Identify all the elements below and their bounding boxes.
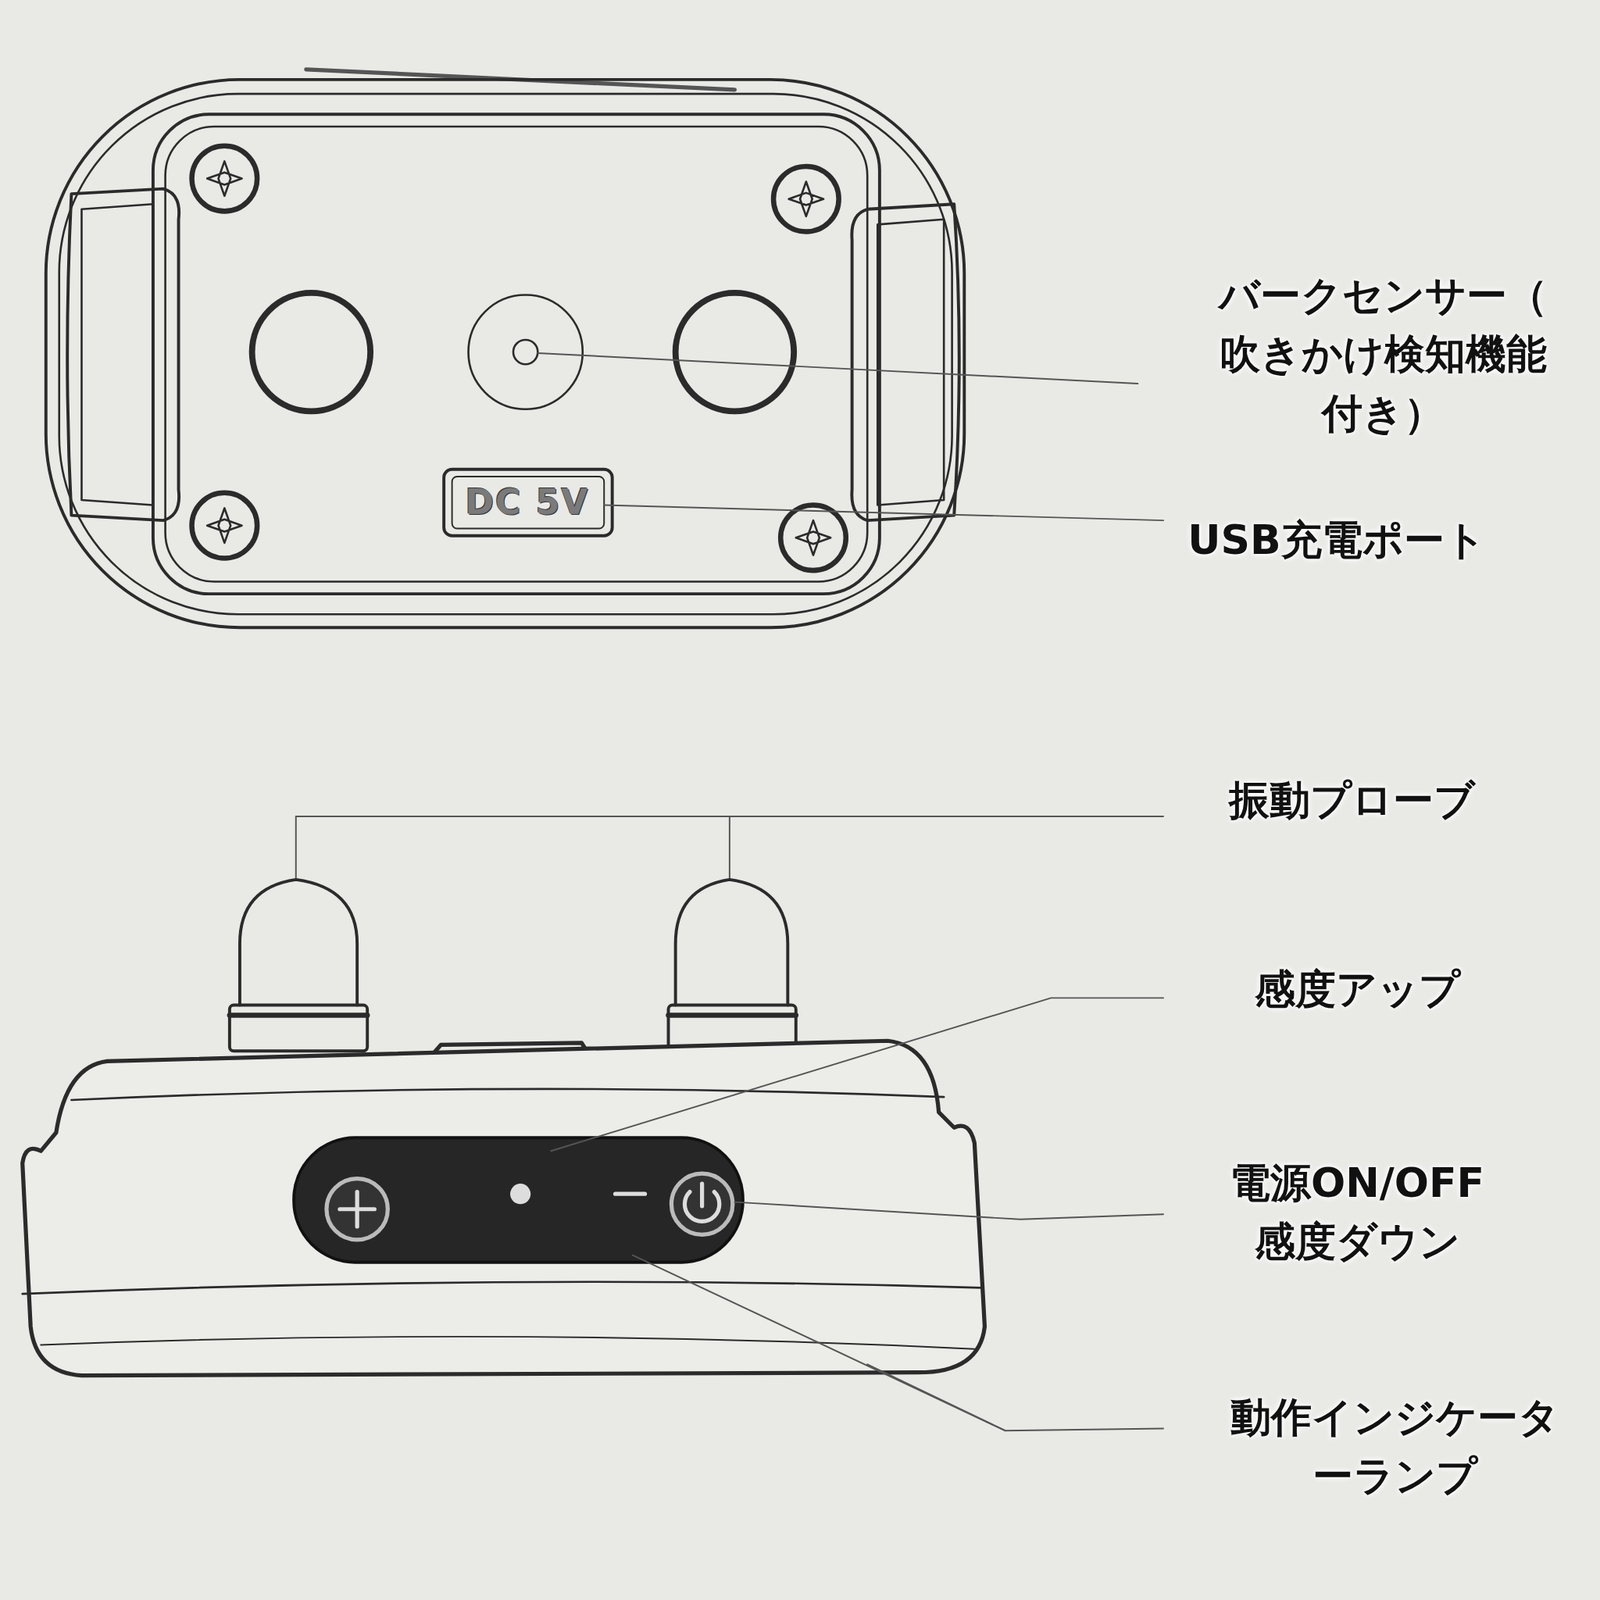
probe — [675, 879, 789, 1006]
callout-label: 感度アップ — [1177, 960, 1537, 1019]
leader-line — [632, 1255, 1164, 1432]
leader-line — [867, 1364, 1005, 1431]
housing-outline — [59, 93, 953, 615]
callout-label: 電源ON/OFF 感度ダウン — [1222, 1153, 1493, 1272]
probe-base — [229, 1012, 368, 1018]
screw — [773, 166, 840, 233]
probe-base — [229, 1005, 368, 1052]
leader-line — [603, 505, 1164, 522]
side-grip — [851, 203, 959, 521]
power-button — [671, 1173, 733, 1235]
contact-ring — [675, 292, 795, 412]
callout-label: USB充電ポート — [1157, 510, 1517, 570]
probe — [239, 879, 358, 1006]
side-grip — [67, 189, 179, 521]
sensor-ring — [468, 294, 583, 409]
base-plate — [153, 114, 880, 594]
callout-label: 振動プローブ — [1171, 771, 1532, 830]
sensor-hole — [513, 339, 538, 365]
body-seam — [71, 1089, 944, 1100]
side-grip — [877, 219, 944, 506]
leader-line — [537, 353, 1138, 384]
screw — [780, 505, 847, 572]
minus-symbol — [615, 1192, 646, 1197]
screw — [789, 181, 824, 216]
side-grip — [81, 203, 153, 505]
button-panel — [293, 1137, 743, 1262]
screw — [796, 520, 831, 555]
leader-line — [296, 816, 1164, 878]
callout-label: バークセンサー（吹きかけ検知機能付き） — [1214, 266, 1551, 443]
contact-ring — [252, 292, 372, 412]
probe-base — [668, 1012, 797, 1018]
screw — [192, 492, 258, 559]
screw — [192, 146, 258, 212]
leader-line — [734, 1202, 1164, 1220]
body-seam — [22, 1282, 983, 1294]
plus-button — [326, 1178, 388, 1240]
power-symbol — [684, 1183, 719, 1222]
screw — [207, 507, 242, 543]
embossed-text: DC 5V — [449, 485, 606, 520]
callout-label: 動作インジケーターランプ — [1226, 1388, 1563, 1507]
indicator-lamp — [510, 1183, 531, 1204]
body-seam — [40, 1336, 975, 1350]
port-cover — [443, 469, 613, 536]
base-plate — [165, 126, 868, 583]
plus-symbol — [339, 1192, 375, 1227]
screw — [192, 146, 847, 571]
leader-line — [550, 997, 1164, 1151]
housing-outline — [46, 79, 965, 628]
screw — [207, 160, 242, 196]
